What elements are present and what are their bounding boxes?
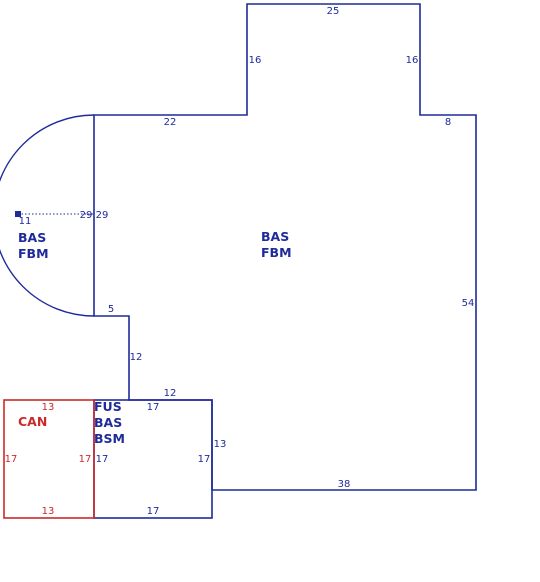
dim-can-right: 17 bbox=[79, 454, 92, 465]
dim-box-top: 17 bbox=[147, 402, 160, 413]
dim-top: 25 bbox=[327, 6, 340, 17]
dim-right-upper: 16 bbox=[406, 55, 419, 66]
dim-left-upper: 16 bbox=[249, 55, 262, 66]
main-area-label-line1: BAS bbox=[261, 229, 289, 244]
dim-step-left: 22 bbox=[164, 117, 177, 128]
bay-area-label-line1: BAS bbox=[18, 230, 46, 245]
dim-can-bottom: 13 bbox=[42, 506, 55, 517]
main-area-outline bbox=[93, 3, 477, 491]
bay-arc bbox=[0, 114, 95, 317]
dim-bay-radius: 11 bbox=[19, 216, 32, 227]
box-area-label-line1: FUS bbox=[94, 399, 122, 414]
box-area-label-line2: BAS bbox=[94, 415, 122, 430]
dim-bay-chord-b: 29 bbox=[96, 210, 109, 221]
dim-can-top: 13 bbox=[42, 402, 55, 413]
dim-box-bottom: 17 bbox=[147, 506, 160, 517]
can-area-label: CAN bbox=[18, 414, 47, 429]
can-box-outline bbox=[3, 399, 95, 519]
dim-notch-vertical: 12 bbox=[130, 352, 143, 363]
bay-center-marker bbox=[15, 211, 21, 217]
dim-step-right: 8 bbox=[445, 117, 451, 128]
dim-can-left: 17 bbox=[5, 454, 18, 465]
dim-bottom: 38 bbox=[338, 479, 351, 490]
dim-box-right-outer: 13 bbox=[214, 439, 227, 450]
dim-notch-horizontal: 5 bbox=[108, 304, 114, 315]
dim-bay-chord-a: 29 bbox=[80, 210, 93, 221]
box-area-label-line3: BSM bbox=[94, 431, 125, 446]
dim-right-side: 54 bbox=[462, 298, 475, 309]
dim-box-left: 17 bbox=[96, 454, 109, 465]
main-area-label-line2: FBM bbox=[261, 245, 292, 260]
dim-notch-bottom: 12 bbox=[164, 388, 177, 399]
bay-area-label-line2: FBM bbox=[18, 246, 49, 261]
dim-box-right: 17 bbox=[198, 454, 211, 465]
